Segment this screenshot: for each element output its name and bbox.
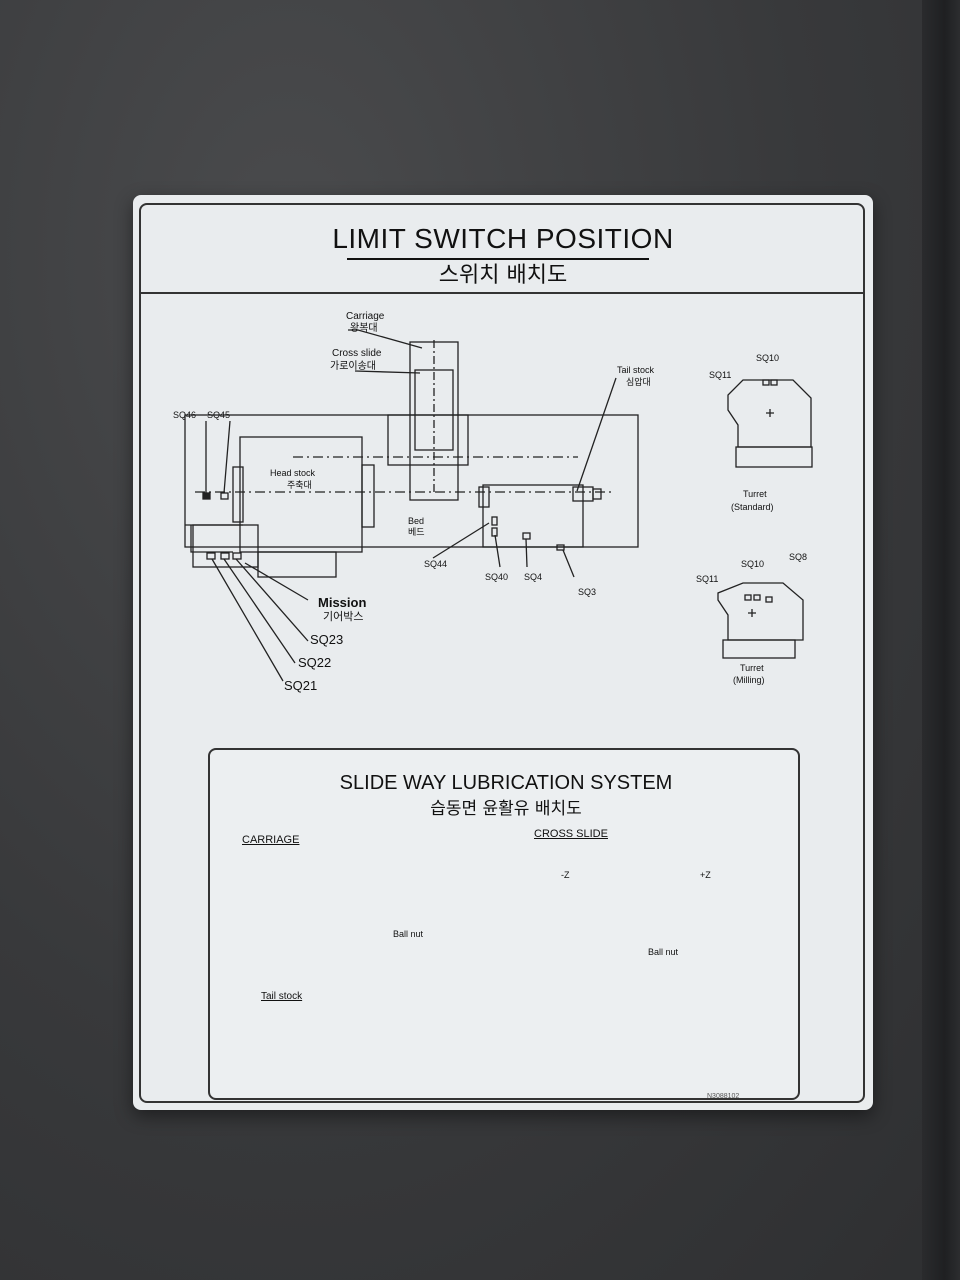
sq23-label: SQ23 [310,632,344,647]
turret-std-title: Turret [743,489,767,499]
sq46-label: SQ46 [173,410,197,420]
sq44-label: SQ44 [424,559,448,569]
turret-mill-sq10: SQ10 [741,559,765,569]
title-underline [347,258,649,260]
bed-label-ko: 베드 [408,527,425,537]
carriage-label: Carriage [346,311,385,322]
carriage-ball-nut-label: Ball nut [393,929,424,939]
tailstock-box [482,484,584,548]
plate-title: LIMIT SWITCH POSITION [332,223,674,254]
lubrication-title: SLIDE WAY LUBRICATION SYSTEM [339,772,673,794]
plus-z-label: +Z [700,870,711,880]
sq21-label: SQ21 [284,678,318,693]
lub-tail-stock-label: Tail stock [261,991,303,1002]
cross-slide-label-ko: 가로이송대 [330,361,376,372]
turret-std-sub: (Standard) [731,502,774,512]
plate-border [139,203,865,1103]
sq4-label: SQ4 [524,572,543,582]
title-divider [141,292,865,294]
turret-mill-sq8: SQ8 [789,552,808,562]
tail-stock-label: Tail stock [617,365,655,375]
minus-z-label: -Z [561,870,570,880]
mission-box [192,524,259,568]
bed-label: Bed [408,516,425,526]
plate-title-ko: 스위치 배치도 [438,263,568,288]
turret-milling-shape [717,582,804,641]
head-stock-label: Head stock [270,468,316,478]
turret-std-sq11: SQ11 [709,370,732,380]
cross-slide-label: Cross slide [332,348,382,359]
sq22-label: SQ22 [298,655,332,670]
lubrication-title-ko: 습동면 윤활유 배치도 [430,799,582,819]
turret-std-sq10: SQ10 [756,353,780,363]
panel-seam [922,0,960,1280]
lub-carriage-label: CARRIAGE [242,834,300,846]
head-stock-label-ko: 주축대 [287,480,312,490]
part-number: N3088102 [707,1093,740,1100]
turret-mill-title: Turret [740,663,764,673]
sq3-label: SQ3 [578,587,597,597]
lub-cross-slide-label: CROSS SLIDE [534,828,608,840]
mission-label: Mission [318,595,367,610]
turret-mill-sub: (Milling) [733,675,765,685]
turret-mill-sq11: SQ11 [696,574,719,584]
tail-stock-label-ko: 심압대 [626,377,651,387]
lubrication-section: SLIDE WAY LUBRICATION SYSTEM 습동면 윤활유 배치도 [208,748,800,1100]
limit-switch-plate: LIMIT SWITCH POSITION 스위치 배치도 [133,195,873,1110]
sq45-label: SQ45 [207,410,231,420]
cross-slide-box [414,369,454,451]
mission-label-ko: 기어박스 [323,611,364,623]
sq40-label: SQ40 [485,572,509,582]
cross-slide-ball-nut-label: Ball nut [648,947,679,957]
carriage-label-ko: 왕복대 [350,323,378,334]
